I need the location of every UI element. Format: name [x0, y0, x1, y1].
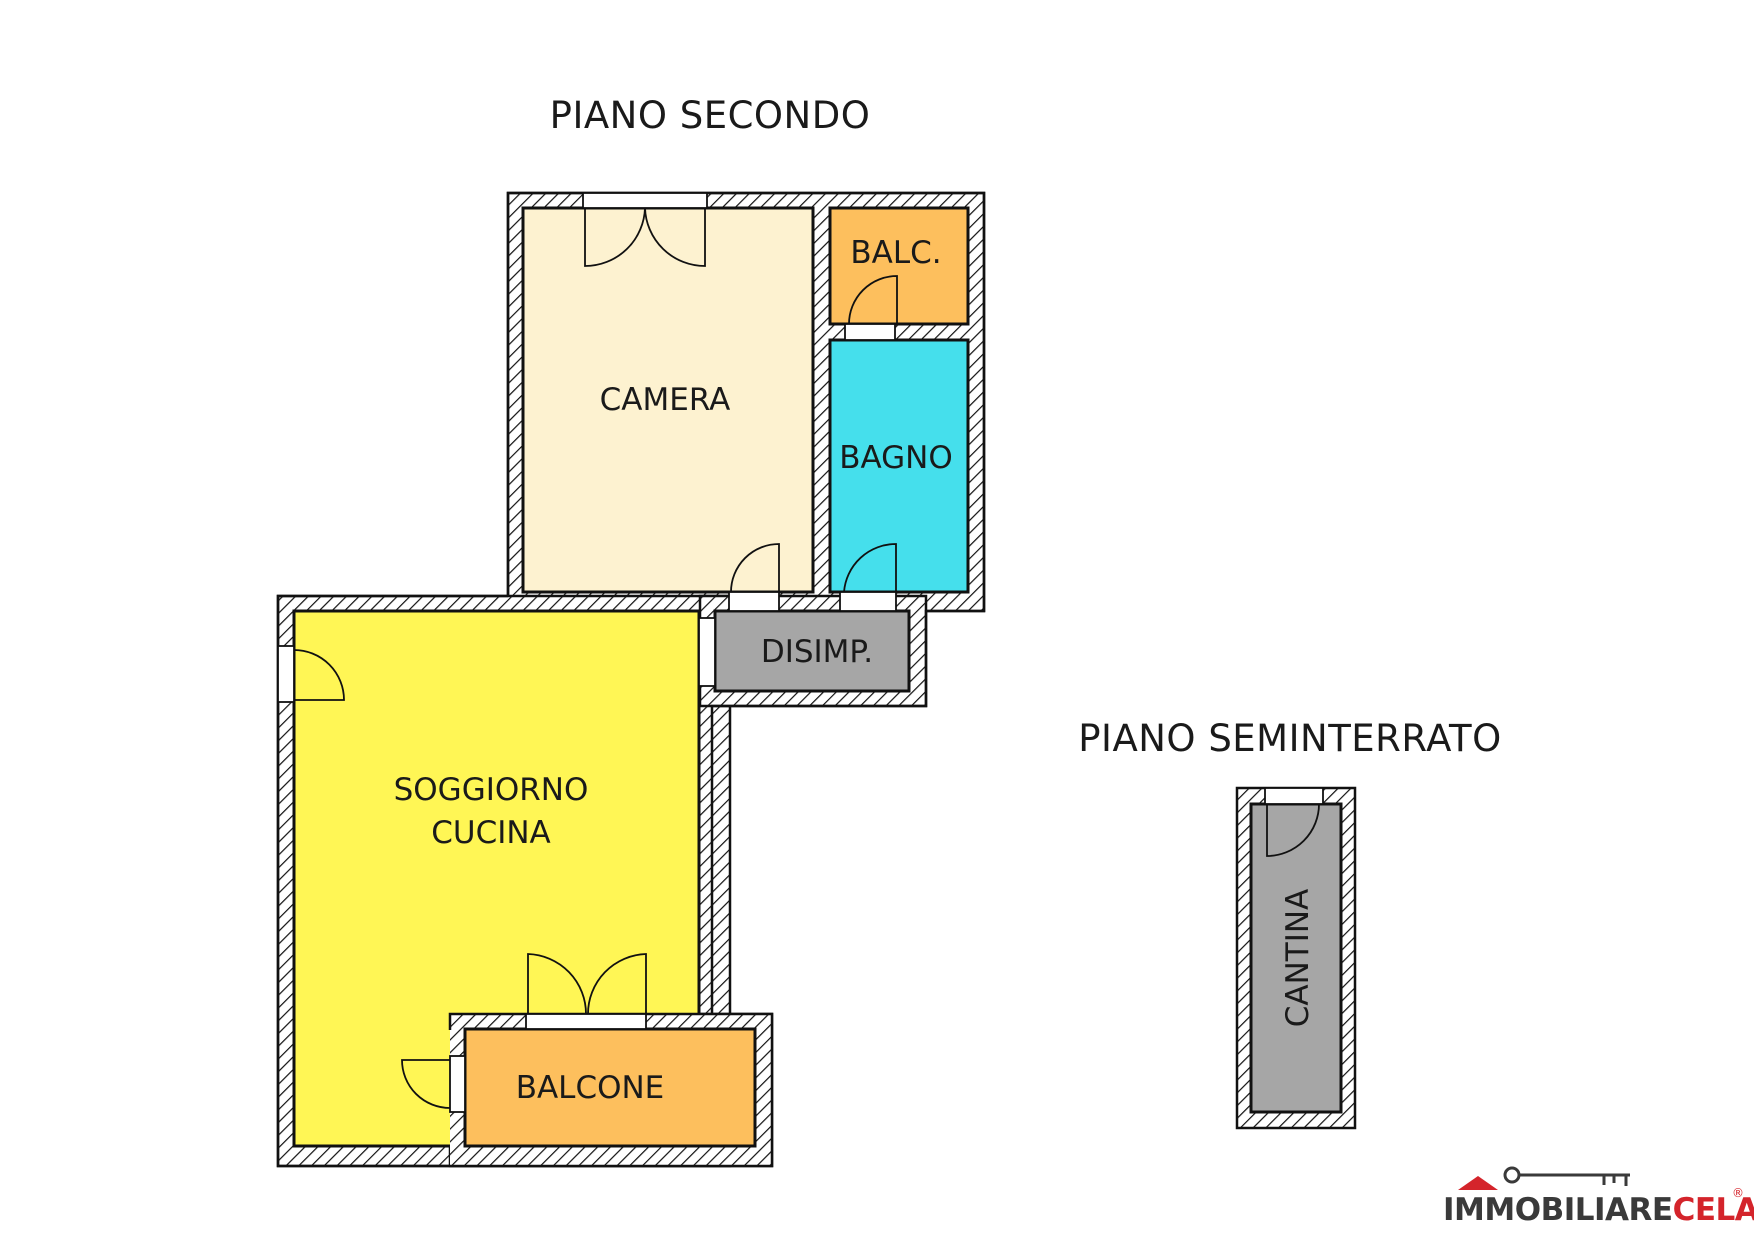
bagno-door-gap: [839, 591, 897, 612]
basement-floor-title: PIANO SEMINTERRATO: [1078, 717, 1502, 760]
cantina-door-leaf: [1266, 803, 1320, 857]
disimp-opening: [698, 617, 716, 687]
label-balcone: BALCONE: [516, 1070, 665, 1106]
label-cucina: CUCINA: [431, 815, 551, 851]
label-balc: BALC.: [850, 235, 941, 271]
brand-part2: CELARDO: [1673, 1192, 1754, 1228]
balcone-window-right-leaf: [587, 953, 647, 1015]
label-cantina: CANTINA: [1280, 889, 1316, 1028]
doors: [277, 192, 898, 1113]
basement-plan: CANTINA: [1235, 786, 1357, 1130]
balc-door-leaf: [848, 275, 898, 325]
label-bagno: BAGNO: [839, 440, 953, 476]
cantina-door-gap: [1264, 787, 1324, 805]
svg-text:IMMOBILIARECELARDO: IMMOBILIARECELARDO: [1443, 1192, 1754, 1228]
registered-mark: ®: [1732, 1186, 1744, 1200]
balcony-wall-outline: [448, 1012, 774, 1168]
room-camera: [521, 206, 815, 594]
label-soggiorno: SOGGIORNO: [394, 772, 589, 808]
camera-window: [582, 192, 708, 209]
camera-window-right-leaf: [644, 207, 706, 267]
balc-door-gap: [844, 323, 896, 341]
balcone-side-door-gap: [449, 1055, 466, 1113]
brand-logo: IMMOBILIARECELARDO ®: [1443, 1166, 1754, 1228]
camera-door-gap: [728, 591, 780, 612]
brand-part1: IMMOBILIARE: [1443, 1192, 1673, 1228]
entrance-door-gap: [277, 645, 295, 703]
label-camera: CAMERA: [600, 382, 731, 418]
balcone-side-door-leaf: [401, 1059, 451, 1109]
living-outline: [276, 594, 508, 1168]
key-icon: [1503, 1166, 1630, 1186]
roof-icon: [1458, 1176, 1498, 1190]
bagno-door-leaf: [843, 543, 897, 593]
room-bagno: [828, 338, 970, 594]
balcone-window-left-leaf: [527, 953, 587, 1015]
entrance-door-leaf: [293, 649, 345, 701]
camera-door-leaf: [730, 543, 780, 593]
upper-floor-title: PIANO SECONDO: [550, 94, 871, 137]
camera-window-left-leaf: [584, 207, 646, 267]
label-disimp: DISIMP.: [761, 634, 873, 670]
balcone-window: [525, 1013, 647, 1030]
room-cantina: [1249, 802, 1343, 1114]
